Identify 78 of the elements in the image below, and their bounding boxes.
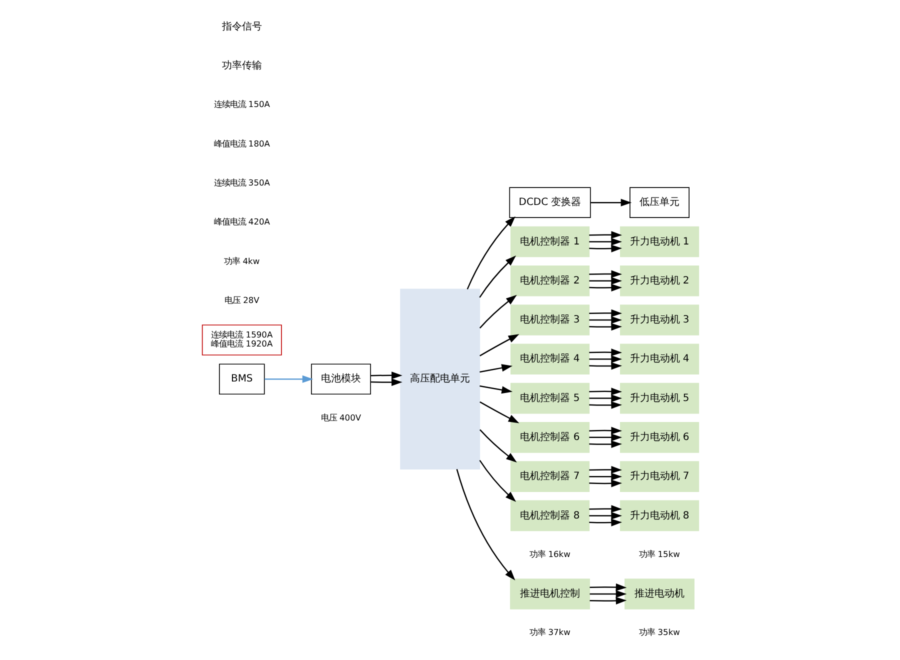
arrow xyxy=(588,316,622,324)
node-box: 电机控制器 6 xyxy=(510,422,590,453)
legend-label: 功率传输 xyxy=(221,60,262,72)
arrow xyxy=(588,466,622,474)
arrow xyxy=(466,216,515,290)
arrow xyxy=(588,238,622,246)
label: 功率 4kw xyxy=(224,256,260,266)
node-box: BMS xyxy=(218,364,264,395)
arrow xyxy=(588,231,622,239)
arrow xyxy=(479,364,512,373)
arrow xyxy=(589,590,626,598)
arrow xyxy=(588,512,622,520)
label: 峰值电流 420A xyxy=(213,216,270,227)
arrow xyxy=(588,362,622,370)
node-box: 升力电动机 5 xyxy=(619,382,699,414)
node-box: 连续电流 1590A 峰值电流 1920A xyxy=(201,324,282,356)
legend-label: 指令信号 xyxy=(221,21,262,32)
arrow xyxy=(588,480,622,488)
node-box: 电机控制器 5 xyxy=(510,382,590,414)
arrow xyxy=(588,440,622,448)
label: 峰值电流 180A xyxy=(213,138,270,148)
arrow xyxy=(588,505,622,513)
node-box: 电机控制器 3 xyxy=(510,304,590,336)
node-box: 升力电动机 4 xyxy=(619,344,699,375)
arrow xyxy=(370,372,402,380)
node-box: 升力电动机 7 xyxy=(619,461,699,492)
arrow xyxy=(588,323,622,331)
node-box: 升力电动机 3 xyxy=(619,304,699,336)
arrow xyxy=(590,198,632,206)
node-box: 低压单元 xyxy=(629,187,689,218)
arrow xyxy=(478,294,516,328)
arrow xyxy=(588,434,622,442)
arrow xyxy=(588,518,622,526)
node-box: 电机控制器 4 xyxy=(510,344,590,375)
node-box: 电机控制器 7 xyxy=(510,461,590,492)
node-box: DCDC 变换器 xyxy=(508,187,590,218)
arrow xyxy=(589,596,626,605)
arrow xyxy=(479,429,516,463)
arrow xyxy=(588,388,622,396)
arrow xyxy=(588,401,622,409)
label: 连续电流 150A xyxy=(213,99,270,110)
node-box: 电机控制器 8 xyxy=(510,500,590,532)
arrow xyxy=(478,256,516,298)
arrow xyxy=(370,378,402,386)
node-box: 升力电动机 2 xyxy=(619,265,699,296)
arrow xyxy=(588,309,622,317)
node-label: 功率 37kw xyxy=(529,627,570,638)
arrow xyxy=(456,468,515,580)
arrow xyxy=(588,394,622,402)
node-label: 功率 15kw xyxy=(638,548,680,559)
arrow xyxy=(479,401,519,424)
arrow xyxy=(588,277,622,285)
node-box: 电池模块 xyxy=(310,364,370,395)
node-label: 功率 16kw xyxy=(529,548,570,559)
arrow xyxy=(589,583,626,592)
node-box: 升力电动机 1 xyxy=(619,226,699,258)
arrow xyxy=(479,385,512,394)
node-box: 升力电动机 8 xyxy=(619,500,699,532)
node-label: 电压 400V xyxy=(320,412,361,422)
arrow xyxy=(588,348,622,356)
node-label: 功率 35kw xyxy=(638,627,680,638)
arrow xyxy=(479,334,519,356)
arrow xyxy=(588,426,622,434)
label: 电压 28V xyxy=(224,294,259,305)
arrow xyxy=(478,460,516,502)
node-box: 推进电机控制 xyxy=(510,578,590,610)
node-box: 高压配电单元 xyxy=(400,288,480,470)
node-box: 电机控制器 2 xyxy=(510,265,590,296)
arrow xyxy=(588,355,622,363)
node-box: 升力电动机 6 xyxy=(619,422,699,453)
arrow xyxy=(588,284,622,292)
node-box: 推进电动机 xyxy=(624,578,694,610)
arrow xyxy=(588,270,622,278)
label: 连续电流 350A xyxy=(213,178,270,188)
arrow xyxy=(264,375,313,383)
arrow xyxy=(588,244,622,252)
arrow xyxy=(588,472,622,480)
node-box: 电机控制器 1 xyxy=(510,226,590,258)
